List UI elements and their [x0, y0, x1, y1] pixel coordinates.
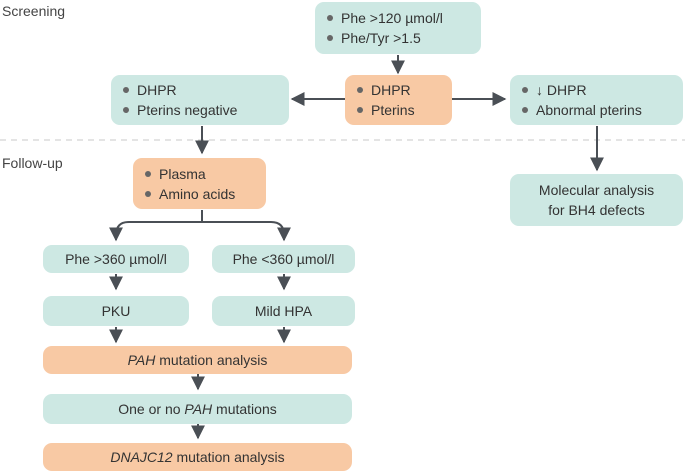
gene-name: DNAJC12 [110, 449, 173, 465]
node-dnajc12-mutation-analysis: DNAJC12 mutation analysis [43, 443, 352, 471]
bullet-icon [145, 190, 151, 197]
node-text: Phe >120 µmol/l [341, 10, 443, 26]
gene-name: PAH [184, 401, 213, 417]
bullet-icon [123, 87, 129, 93]
section-label-screening: Screening [2, 3, 66, 19]
node-text: DHPR [137, 82, 177, 98]
node-text: for BH4 defects [548, 202, 645, 218]
node-screening-criteria: Phe >120 µmol/l Phe/Tyr >1.5 [315, 2, 481, 54]
bullet-icon [357, 87, 363, 93]
bullet-icon [123, 107, 129, 113]
section-label-follow-up: Follow-up [2, 155, 63, 171]
bullet-icon [357, 107, 363, 113]
node-pah-mutation-analysis: PAH mutation analysis [43, 346, 352, 374]
node-text: Pterins [371, 102, 415, 118]
arrow-plasma-branch-right [202, 221, 291, 242]
node-text: PKU [101, 303, 131, 319]
node-mild-hpa: Mild HPA [212, 296, 355, 326]
node-text: One or no [118, 401, 185, 417]
node-text: ↓ DHPR [536, 82, 587, 98]
node-molecular-analysis: Molecular analysis for BH4 defects [510, 174, 683, 226]
node-abnormal-pterins: ↓ DHPR Abnormal pterins [510, 75, 683, 125]
node-text: Pterins negative [137, 102, 238, 118]
node-text: mutations [212, 401, 277, 417]
bullet-icon [327, 35, 333, 41]
node-text: Phe <360 µmol/l [232, 251, 335, 267]
node-text: Molecular analysis [538, 182, 655, 198]
node-plasma-amino-acids: Plasma Amino acids [133, 158, 266, 209]
arrow-plasma-branch-left [109, 210, 203, 242]
node-phe-high: Phe >360 µmol/l [43, 245, 189, 273]
node-text: Abnormal pterins [536, 102, 642, 118]
bullet-icon [145, 170, 151, 177]
node-text: Phe/Tyr >1.5 [341, 30, 421, 46]
node-text: Amino acids [159, 185, 236, 202]
node-one-or-no-pah: One or no PAH mutations [43, 394, 352, 424]
node-text: mutation analysis [172, 449, 285, 465]
node-text: mutation analysis [155, 352, 268, 368]
node-text: Phe >360 µmol/l [65, 251, 167, 267]
node-text: Mild HPA [254, 303, 313, 319]
node-text: DHPR [371, 82, 411, 98]
node-pku: PKU [43, 296, 189, 326]
bullet-icon [522, 107, 528, 113]
gene-name: PAH [127, 352, 156, 368]
bullet-icon [327, 15, 333, 21]
node-dhpr-pterins: DHPR Pterins [345, 75, 452, 125]
node-phe-low: Phe <360 µmol/l [212, 245, 355, 273]
node-text: Plasma [159, 165, 206, 182]
bullet-icon [522, 87, 528, 93]
node-dhpr-pterins-negative: DHPR Pterins negative [111, 75, 289, 125]
